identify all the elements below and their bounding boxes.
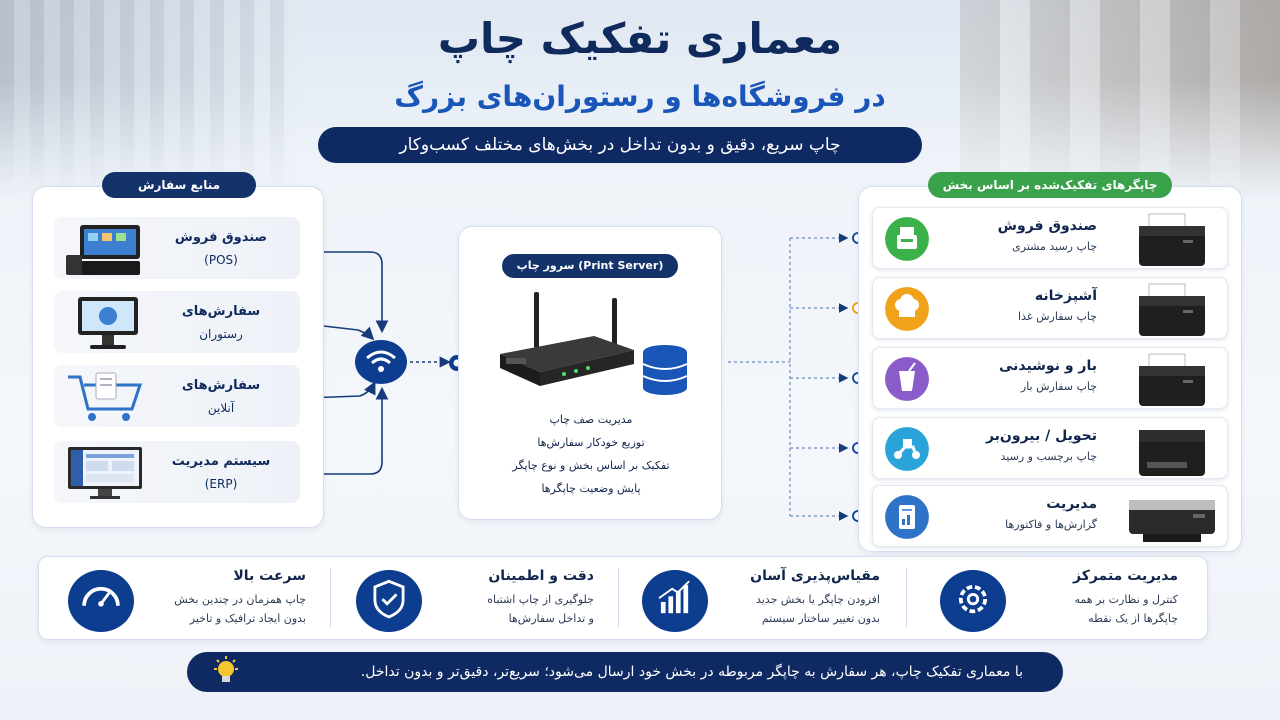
tablet-terminal-icon — [78, 297, 138, 349]
page-subtitle: در فروشگاه‌ها و رستوران‌های بزرگ — [394, 80, 886, 113]
page-title: معماری تفکیک چاپ — [437, 14, 843, 63]
benefit-speed-line1: چاپ همزمان در چندین بخش — [174, 593, 306, 606]
printers-heading: چاپگرهای تفکیک‌شده بر اساس بخش — [928, 172, 1172, 198]
pos-terminal-icon — [66, 225, 140, 275]
footer-text: با معماری تفکیک چاپ، هر سفارش به چاپگر م… — [360, 664, 1023, 680]
background-store-right — [960, 0, 1280, 200]
source-pos: صندوق فروش (POS) — [54, 217, 300, 279]
source-online-subtitle: آنلاین — [207, 401, 235, 415]
shield-check-icon — [356, 570, 422, 632]
benefit-central-line2: چاپگرها از یک نقطه — [1088, 612, 1178, 625]
server-feature-item: پایش وضعیت چاپگرها — [541, 482, 641, 495]
benefit-speed-line2: بدون ایجاد ترافیک و تاخیر — [189, 612, 306, 625]
growth-chart-icon — [642, 570, 708, 632]
benefit-central-line1: کنترل و نظارت بر همه — [1074, 593, 1178, 606]
label-printer-icon — [1139, 430, 1205, 476]
printer-bar-subtitle: چاپ سفارش بار — [1020, 380, 1097, 393]
printer-delivery-subtitle: چاپ برچسب و رسید — [1000, 450, 1097, 463]
source-erp-subtitle: (ERP) — [204, 477, 238, 491]
divider — [618, 568, 619, 628]
office-printer-icon — [1129, 500, 1215, 542]
receipt-printer-icon — [1139, 213, 1205, 266]
speedometer-icon — [68, 570, 134, 632]
lightbulb-icon — [214, 656, 238, 682]
desktop-monitor-icon — [68, 447, 142, 499]
print-server-features: مدیریت صف چاپ توزیع خودکار سفارش‌ها تفکی… — [460, 408, 722, 500]
benefit-scalability-line2: بدون تغییر ساختار سیستم — [761, 612, 880, 625]
printer-card-kitchen: آشپزخانه چاپ سفارش غذا — [872, 277, 1228, 339]
printer-management-title: مدیریت — [1046, 496, 1097, 512]
receipt-printer-icon — [1139, 353, 1205, 406]
report-icon — [885, 495, 929, 539]
benefit-accuracy-line2: و تداخل سفارش‌ها — [508, 612, 594, 625]
delivery-scooter-icon — [885, 427, 929, 471]
benefit-speed: سرعت بالا چاپ همزمان در چندین بخش بدون ا… — [40, 566, 320, 636]
drink-icon — [885, 357, 929, 401]
database-icon — [642, 345, 688, 395]
server-feature-item: تفکیک بر اساس بخش و نوع چاپگر — [512, 459, 670, 472]
source-erp-title: سیستم مدیریت — [171, 454, 271, 469]
print-server-label: سرور چاپ (Print Server) — [502, 254, 678, 278]
benefit-speed-title: سرعت بالا — [233, 568, 306, 584]
benefit-accuracy: دقت و اطمینان جلوگیری از چاپ اشتباه و تد… — [328, 566, 608, 636]
printer-bar-title: بار و نوشیدنی — [998, 358, 1097, 374]
server-feature-item: توزیع خودکار سفارش‌ها — [537, 436, 645, 449]
order-sources-heading: منابع سفارش — [102, 172, 256, 198]
benefits-panel — [38, 556, 1208, 640]
benefit-scalability-line1: افزودن چاپگر یا بخش جدید — [755, 593, 880, 606]
printer-card-delivery: تحویل / بیرون‌بر چاپ برچسب و رسید — [872, 417, 1228, 479]
wifi-icon — [355, 340, 407, 384]
benefit-central-management: مدیریت متمرکز کنترل و نظارت بر همه چاپگر… — [912, 566, 1192, 636]
benefit-scalability-title: مقیاس‌پذیری آسان — [750, 568, 880, 584]
source-online: سفارش‌های آنلاین — [54, 365, 300, 427]
source-pos-subtitle: (POS) — [204, 253, 238, 267]
footer-banner: با معماری تفکیک چاپ، هر سفارش به چاپگر م… — [187, 652, 1063, 692]
benefit-scalability: مقیاس‌پذیری آسان افزودن چاپگر یا بخش جدی… — [614, 566, 894, 636]
background-store-left — [0, 0, 300, 200]
tagline-banner: چاپ سریع، دقیق و بدون تداخل در بخش‌های م… — [318, 127, 922, 163]
printer-kitchen-subtitle: چاپ سفارش غذا — [1018, 310, 1097, 323]
gear-icon — [940, 570, 1006, 632]
cashier-icon — [885, 217, 929, 261]
receipt-printer-icon — [1139, 283, 1205, 336]
printer-cashier-title: صندوق فروش — [997, 218, 1097, 234]
printer-card-management: مدیریت گزارش‌ها و فاکتورها — [872, 485, 1228, 547]
chef-hat-icon — [885, 287, 929, 331]
benefit-accuracy-line1: جلوگیری از چاپ اشتباه — [487, 593, 594, 606]
router-icon — [500, 292, 634, 386]
source-erp: سیستم مدیریت (ERP) — [54, 441, 300, 503]
source-pos-title: صندوق فروش — [174, 230, 268, 245]
shopping-cart-icon — [68, 372, 143, 421]
printer-card-cashier: صندوق فروش چاپ رسید مشتری — [872, 207, 1228, 269]
printer-management-subtitle: گزارش‌ها و فاکتورها — [1005, 518, 1097, 531]
benefit-central-title: مدیریت متمرکز — [1073, 568, 1178, 584]
source-restaurant-title: سفارش‌های — [181, 304, 261, 319]
printer-cashier-subtitle: چاپ رسید مشتری — [1012, 240, 1097, 253]
server-feature-item: مدیریت صف چاپ — [549, 413, 633, 426]
source-online-title: سفارش‌های — [181, 378, 261, 393]
source-restaurant-subtitle: رستوران — [199, 327, 243, 341]
printer-kitchen-title: آشپزخانه — [1034, 288, 1097, 304]
printer-delivery-title: تحویل / بیرون‌بر — [985, 428, 1097, 444]
divider — [906, 568, 907, 628]
divider — [330, 568, 331, 628]
printer-card-bar: بار و نوشیدنی چاپ سفارش بار — [872, 347, 1228, 409]
benefit-accuracy-title: دقت و اطمینان — [488, 568, 594, 584]
source-restaurant: سفارش‌های رستوران — [54, 291, 300, 353]
